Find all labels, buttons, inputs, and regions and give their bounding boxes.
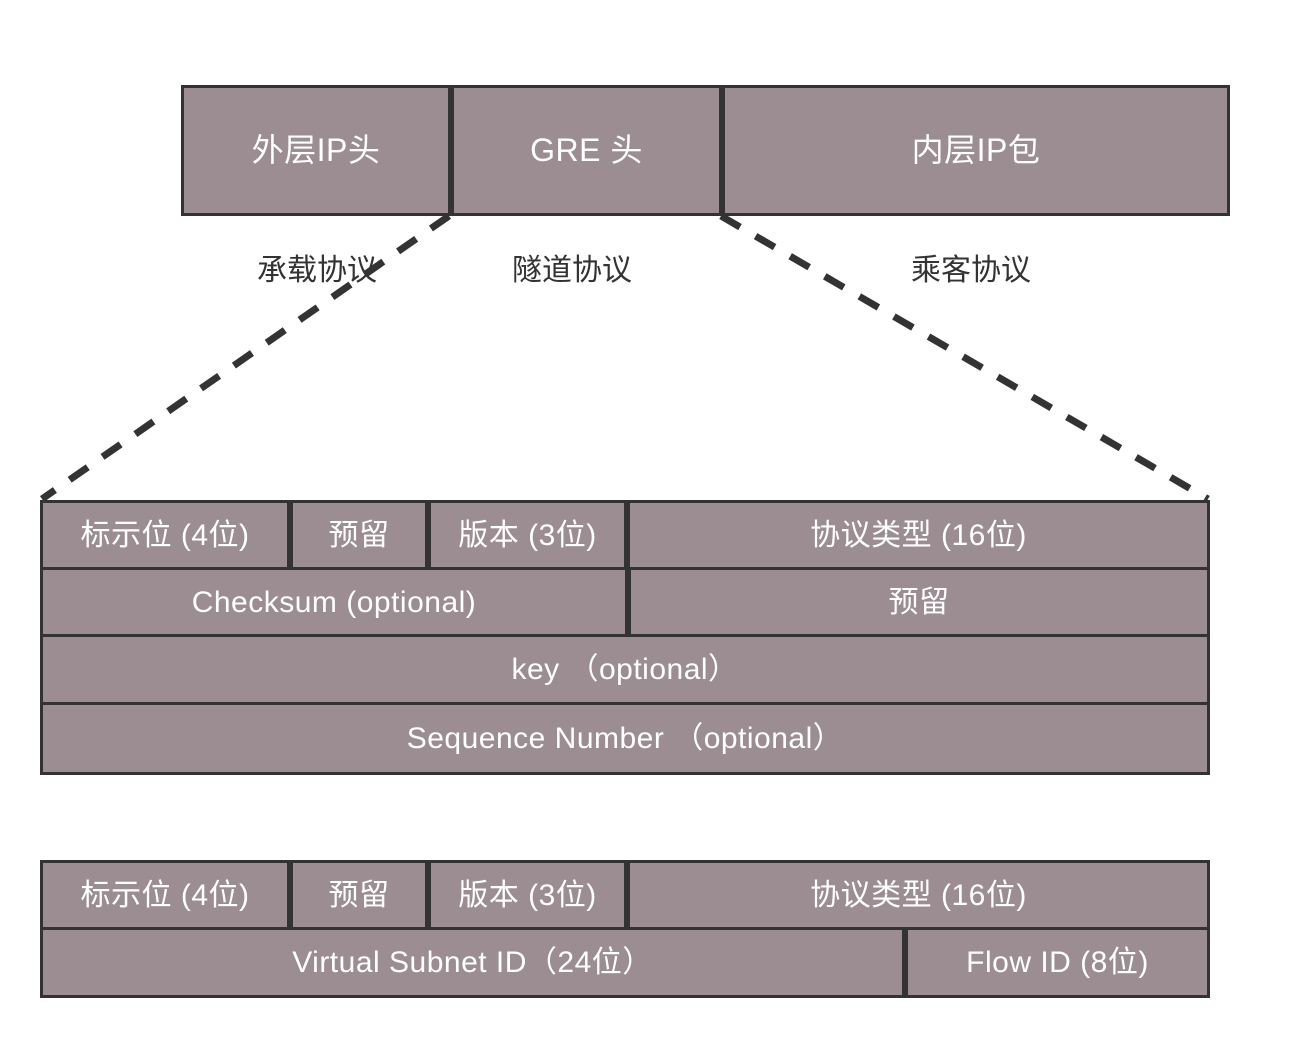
overview-cell-inner-ip-packet[interactable]: 内层IP包	[722, 85, 1230, 216]
gre-field-checksum[interactable]: Checksum (optional)	[40, 567, 628, 637]
gre-field-flags[interactable]: 标示位 (4位)	[40, 500, 290, 570]
nvgre-field-virtual-subnet-id[interactable]: Virtual Subnet ID（24位）	[40, 927, 905, 998]
gre-header-row-3: key （optional）	[40, 634, 1210, 705]
gre-header-row-1: 标示位 (4位) 预留 版本 (3位) 协议类型 (16位)	[40, 500, 1210, 570]
gre-field-reserved[interactable]: 预留	[290, 500, 428, 570]
nvgre-field-flags[interactable]: 标示位 (4位)	[40, 860, 290, 930]
nvgre-field-reserved[interactable]: 预留	[290, 860, 428, 930]
overview-cell-gre-header[interactable]: GRE 头	[451, 85, 722, 216]
gre-field-key[interactable]: key （optional）	[40, 634, 1210, 705]
gre-left-expander-line	[40, 213, 451, 502]
nvgre-field-protocol-type[interactable]: 协议类型 (16位)	[627, 860, 1210, 930]
nvgre-header-row-2: Virtual Subnet ID（24位） Flow ID (8位)	[40, 927, 1210, 998]
gre-header-row-2: Checksum (optional) 预留	[40, 567, 1210, 637]
nvgre-field-flow-id[interactable]: Flow ID (8位)	[905, 927, 1210, 998]
overview-cell-outer-ip-header[interactable]: 外层IP头	[181, 85, 451, 216]
gre-field-reserved-2[interactable]: 预留	[628, 567, 1210, 637]
gre-header-row-4: Sequence Number （optional）	[40, 702, 1210, 775]
protocol-label-delivery: 承载协议	[257, 254, 377, 287]
gre-field-version[interactable]: 版本 (3位)	[428, 500, 627, 570]
gre-field-sequence-number[interactable]: Sequence Number （optional）	[40, 702, 1210, 775]
nvgre-field-version[interactable]: 版本 (3位)	[428, 860, 627, 930]
gre-field-protocol-type[interactable]: 协议类型 (16位)	[627, 500, 1210, 570]
nvgre-header-row-1: 标示位 (4位) 预留 版本 (3位) 协议类型 (16位)	[40, 860, 1210, 930]
protocol-label-tunnel: 隧道协议	[512, 254, 632, 287]
packet-overview-row: 外层IP头 GRE 头 内层IP包	[181, 85, 1230, 216]
protocol-label-passenger: 乘客协议	[911, 254, 1031, 287]
